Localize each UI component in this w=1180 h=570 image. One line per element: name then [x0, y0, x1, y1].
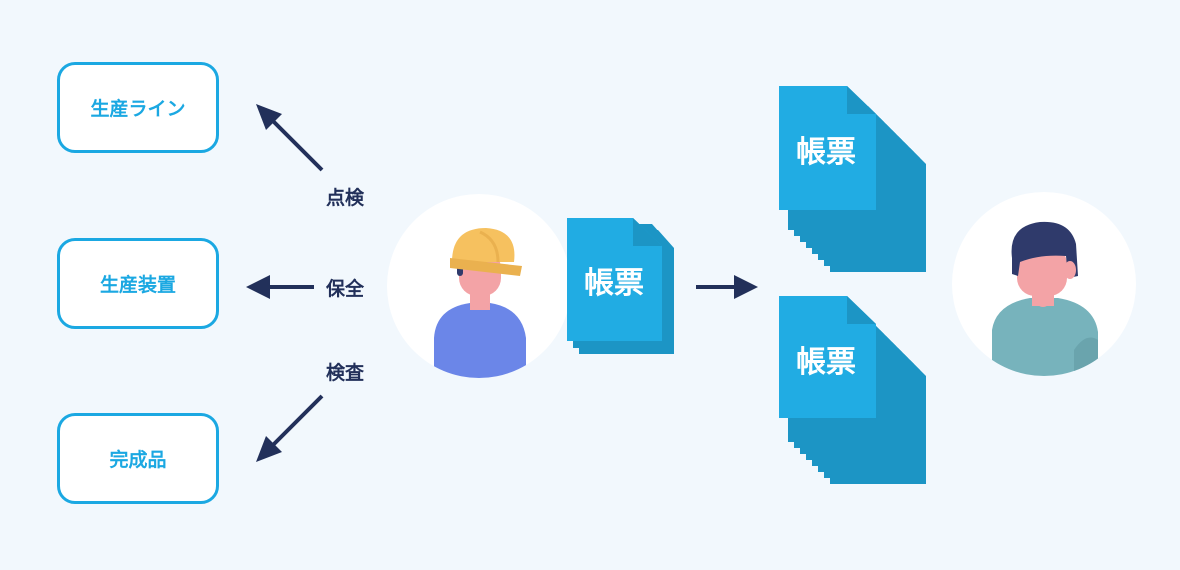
action-label-examination: 検査: [326, 362, 365, 384]
document-label-stack-bottom: 帳票: [796, 345, 856, 380]
helmet-icon: [452, 228, 515, 262]
document-stack-top: [779, 86, 926, 272]
document-icon: [779, 296, 876, 418]
hair-icon: [1011, 221, 1078, 278]
target-label-finished-product: 完成品: [109, 449, 167, 471]
worker-shirt: [434, 303, 526, 378]
worker-avatar: [387, 194, 571, 378]
action-label-maintenance: 保全: [326, 278, 365, 300]
action-label-inspection: 点検: [326, 187, 365, 209]
document-icon: [567, 218, 662, 341]
arrow-to-production-line: [256, 104, 324, 172]
manager-shirt: [992, 298, 1098, 376]
target-label-production-line: 生産ライン: [90, 98, 186, 120]
arrow-to-production-equipment: [246, 275, 314, 299]
document-single: [567, 218, 674, 354]
document-label-stack-top: 帳票: [796, 135, 856, 170]
target-box-finished-product: 完成品: [57, 413, 219, 504]
document-icon: [779, 86, 876, 210]
document-label-single: 帳票: [584, 266, 644, 301]
arrow-to-documents: [696, 275, 758, 299]
manager-avatar: [952, 192, 1136, 376]
arrow-to-finished-product: [256, 394, 324, 462]
target-label-production-equipment: 生産装置: [99, 274, 176, 296]
target-box-production-line: 生産ライン: [57, 62, 219, 153]
target-box-production-equipment: 生産装置: [57, 238, 219, 329]
document-stack-bottom: [779, 296, 926, 484]
